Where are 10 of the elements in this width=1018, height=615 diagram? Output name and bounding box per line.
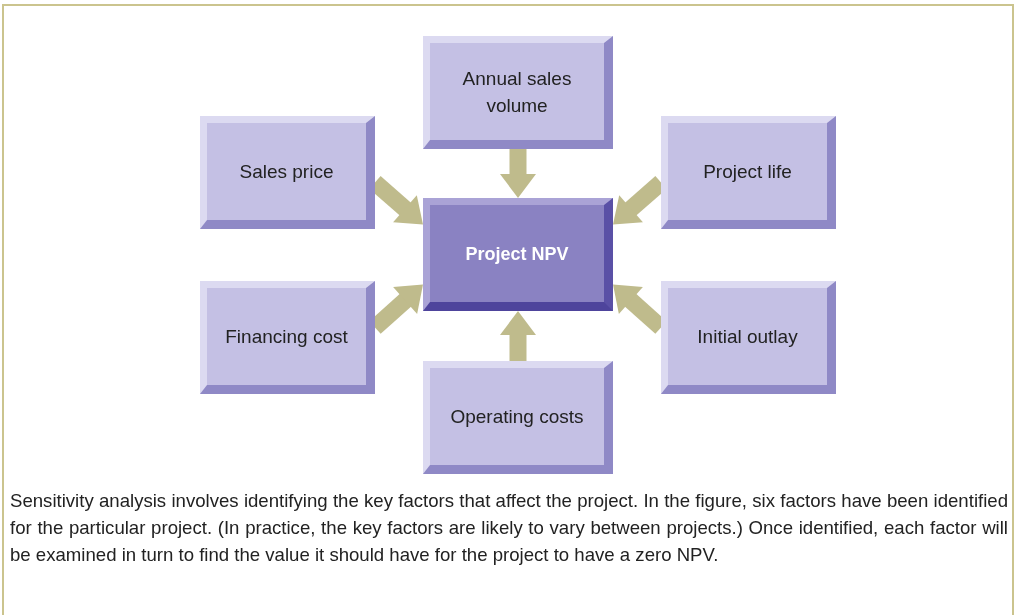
block-arrow [500,149,536,198]
factor-box: Project life [661,116,836,229]
factor-box: Financing cost [200,281,375,394]
block-arrow [500,311,536,361]
factor-box: Sales price [200,116,375,229]
factor-box: Initial outlay [661,281,836,394]
factor-box: Annual sales volume [423,36,613,149]
result-box: Project NPV [423,198,613,311]
factor-box: Operating costs [423,361,613,474]
caption: Sensitivity analysis involves identifying the key factors that affect the project. In the figure, six factors have been identified for the particular project. (In practice, the key factors are likely to vary between projects.) Once identified, each factor will be examined in turn to find the value it should have for the project to have a zero NPV. [10,489,1008,567]
